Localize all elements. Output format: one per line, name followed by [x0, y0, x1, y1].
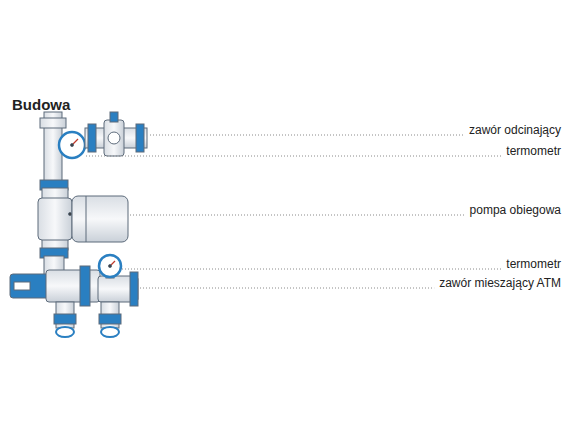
- part-label: termometr: [506, 144, 561, 158]
- leader-line: [140, 288, 434, 289]
- pump-group: [10, 112, 147, 337]
- part-label: pompa obiegowa: [470, 203, 561, 217]
- part-label: termometr: [506, 257, 561, 271]
- leader-line: [130, 215, 465, 216]
- part-label: zawór mieszający ATM: [439, 276, 561, 290]
- leader-line: [150, 135, 464, 136]
- leader-line: [86, 156, 501, 157]
- section-title: Budowa: [12, 96, 70, 113]
- part-label: zawór odcinający: [469, 123, 561, 137]
- leader-line: [122, 269, 501, 270]
